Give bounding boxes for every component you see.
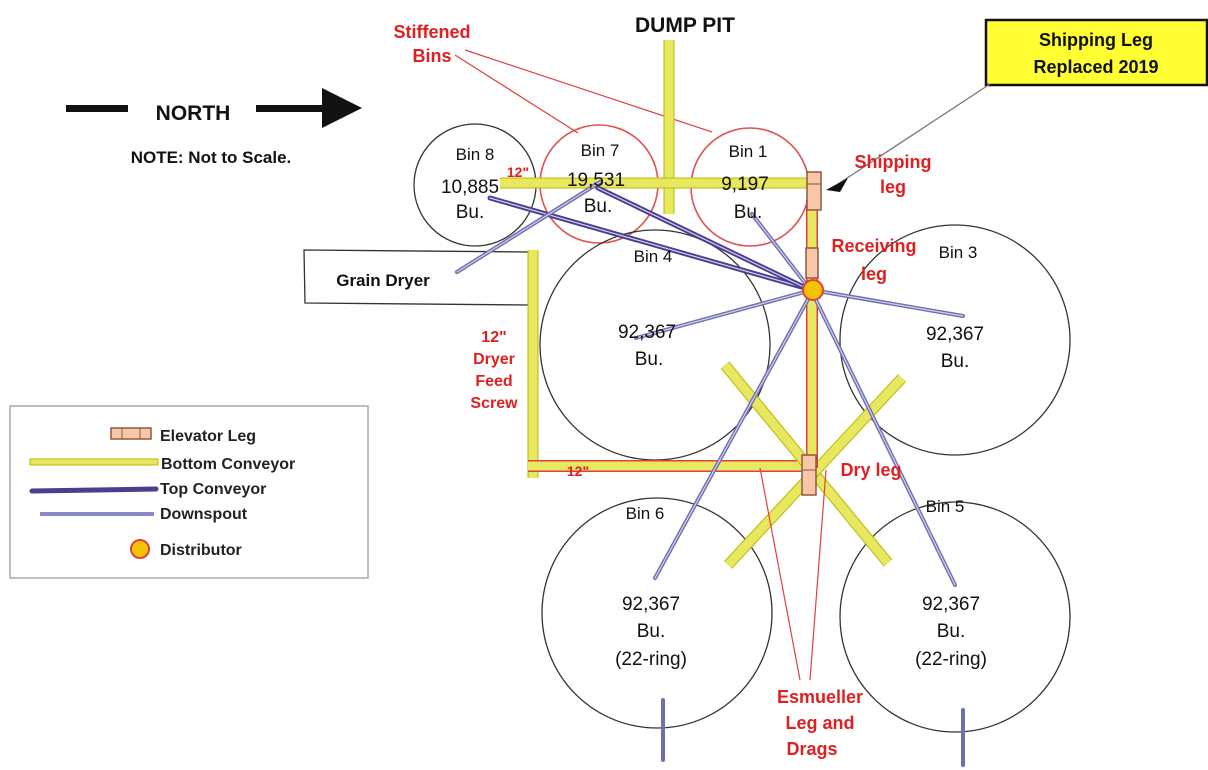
legend-downspout: Downspout <box>160 506 248 523</box>
bin-3-capacity: 92,367 <box>926 324 984 345</box>
legend-bottom-conveyor: Bottom Conveyor <box>161 456 295 473</box>
callout-line1: Shipping Leg <box>1039 30 1153 50</box>
shipping-leg-line2: leg <box>880 177 906 197</box>
legend-top-conveyor-icon <box>29 486 159 494</box>
bin-6-unit: Bu. <box>637 621 666 642</box>
dump-pit-title: DUMP PIT <box>635 14 735 37</box>
top-conveyors <box>455 180 965 767</box>
dry-leg-icon <box>801 454 817 496</box>
bottom-conveyors <box>500 40 907 569</box>
stiffened-pointer-bin7 <box>454 54 579 134</box>
bin-4-name: Bin 4 <box>634 247 673 266</box>
dryer-feed-line3: Feed <box>475 373 512 390</box>
dry-conveyor-size: 12" <box>567 463 589 479</box>
bin-1-capacity: 9,197 <box>721 174 769 195</box>
legend-distributor: Distributor <box>160 542 242 559</box>
stiffened-pointer-bin1 <box>464 49 713 133</box>
legend-bottom-conveyor-icon <box>29 458 159 466</box>
legend-elevator-leg-icon <box>110 427 152 440</box>
bin-5-name: Bin 5 <box>926 497 965 516</box>
bin-6-name: Bin 6 <box>626 504 665 523</box>
grain-dryer-label: Grain Dryer <box>336 271 430 290</box>
bin-6-capacity: 92,367 <box>622 594 680 615</box>
stiffened-line2: Bins <box>412 46 451 66</box>
north-label: NORTH <box>156 102 231 125</box>
bin-1-unit: Bu. <box>734 202 763 223</box>
esmueller-pointer-2 <box>809 469 827 681</box>
bin-6-outline <box>541 497 773 729</box>
shipping-leg-line1: Shipping <box>855 152 932 172</box>
callout-arrow-icon <box>826 178 848 192</box>
receiving-leg-icon <box>805 247 819 279</box>
bin-7-capacity: 19,531 <box>567 170 625 191</box>
arrow-head-icon <box>322 88 362 128</box>
bin-8-capacity: 10,885 <box>441 177 499 198</box>
bin-7-unit: Bu. <box>584 196 613 217</box>
receiving-leg-line1: Receiving <box>831 236 916 256</box>
north-arrow: NORTH <box>66 88 362 128</box>
shipping-leg-callout: Shipping Leg Replaced 2019 <box>826 18 1208 192</box>
esmueller-line2: Leg and <box>785 713 854 733</box>
legend: Elevator Leg Bottom Conveyor Top Conveyo… <box>9 405 369 579</box>
bin-6-extra: (22-ring) <box>615 649 687 670</box>
bin-1-name: Bin 1 <box>729 142 768 161</box>
bin-7-name: Bin 7 <box>581 141 620 160</box>
esmueller-line3: Drags <box>786 739 837 759</box>
bin-3-unit: Bu. <box>941 351 970 372</box>
bin8-conveyor-size: 12" <box>507 164 529 180</box>
bin-5-extra: (22-ring) <box>915 649 987 670</box>
callout-line2: Replaced 2019 <box>1033 57 1158 77</box>
stiffened-line1: Stiffened <box>393 22 470 42</box>
bin-4-unit: Bu. <box>635 349 664 370</box>
dryer-feed-line2: Dryer <box>473 351 515 368</box>
receiving-leg-line2: leg <box>861 264 887 284</box>
dryer-feed-line4: Screw <box>470 395 518 412</box>
distributor-icon <box>802 279 824 301</box>
bin-5-outline <box>839 501 1071 733</box>
dry-leg-label: Dry leg <box>840 460 901 480</box>
esmueller-line1: Esmueller <box>777 687 863 707</box>
legend-distributor-icon <box>130 539 150 559</box>
bin-5-capacity: 92,367 <box>922 594 980 615</box>
bin-3-outline <box>839 224 1071 456</box>
legend-elevator-leg: Elevator Leg <box>160 428 256 445</box>
bin-8-unit: Bu. <box>456 202 485 223</box>
bin-5-unit: Bu. <box>937 621 966 642</box>
legend-top-conveyor: Top Conveyor <box>160 481 266 498</box>
bin-8-name: Bin 8 <box>456 145 495 164</box>
scale-note: NOTE: Not to Scale. <box>131 148 292 167</box>
bin-4-capacity: 92,367 <box>618 322 676 343</box>
shipping-leg-icon <box>806 171 822 211</box>
callout-pointer <box>834 83 991 187</box>
esmueller-pointer-1 <box>759 467 801 681</box>
grain-dryer: Grain Dryer <box>303 249 531 306</box>
bin-3-name: Bin 3 <box>939 243 978 262</box>
dryer-feed-line1: 12" <box>481 329 506 346</box>
